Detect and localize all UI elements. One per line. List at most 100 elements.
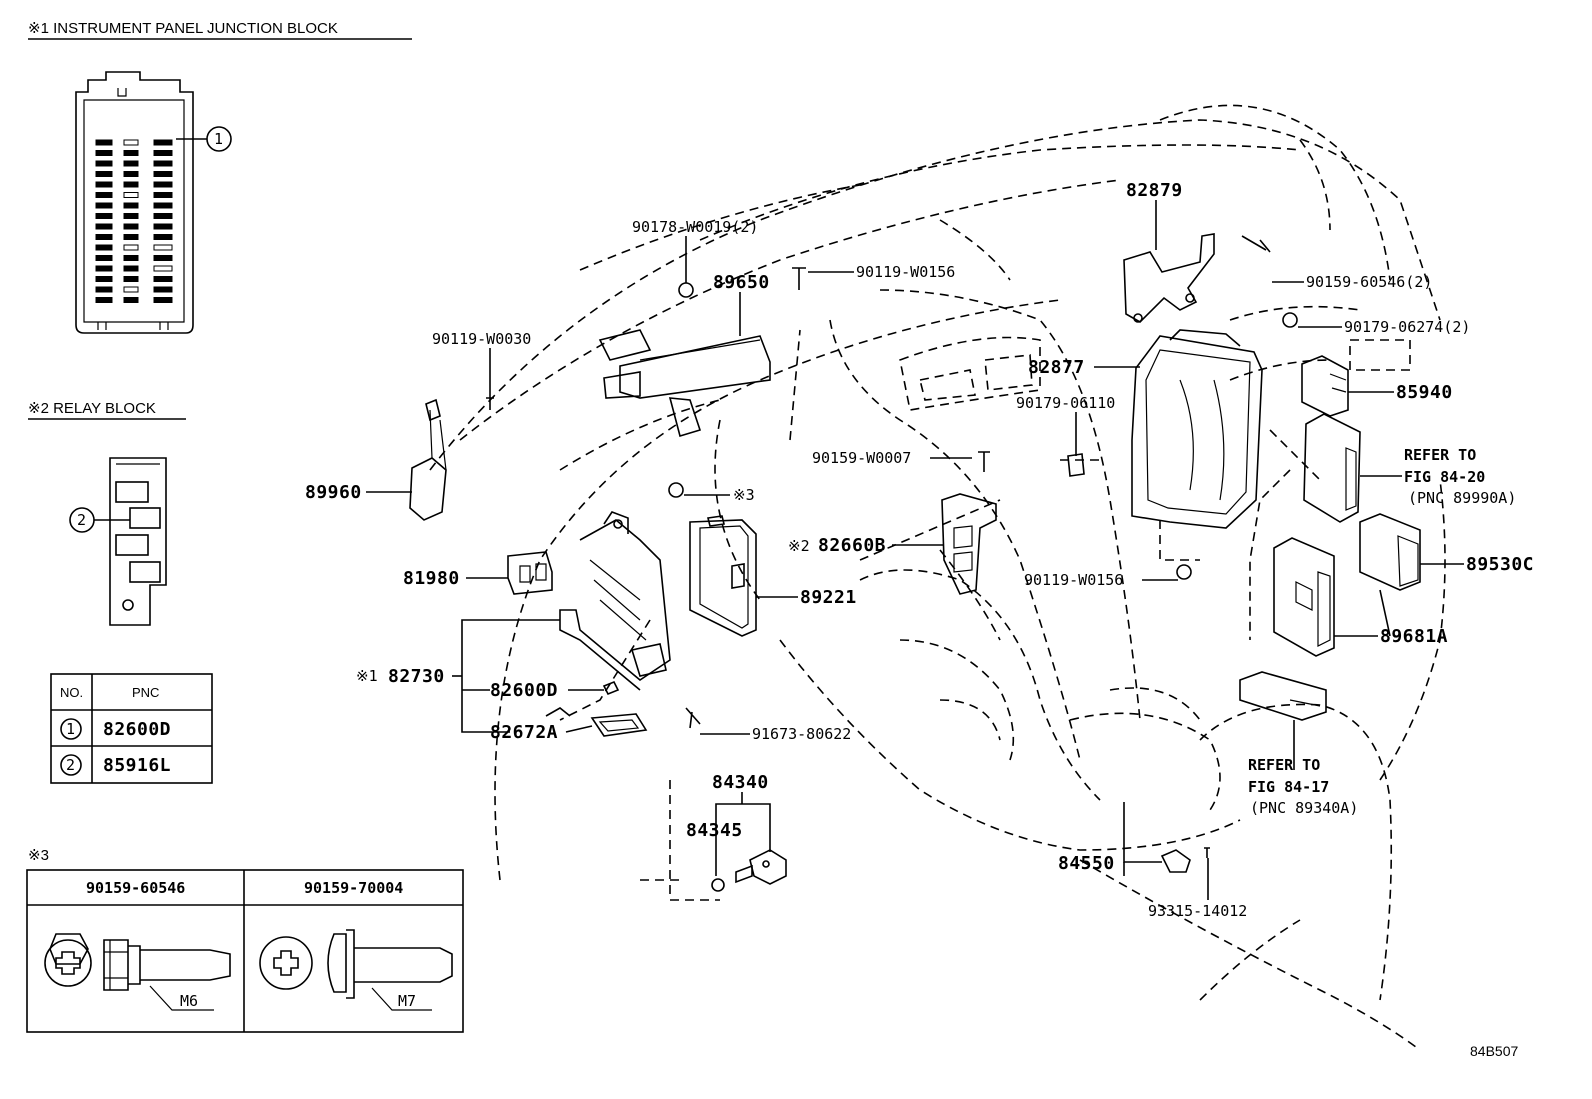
fuse-slot <box>153 234 173 240</box>
bolt-m7-icon <box>259 929 453 1011</box>
fuse-slot <box>153 244 173 251</box>
label-refer-to-1: REFER TO <box>1404 446 1476 464</box>
callout-2-label: 2 <box>77 511 86 529</box>
label-90179-06110: 90179-06110 <box>1016 394 1115 412</box>
component-84550 <box>1160 849 1191 873</box>
fastener-table: 90159-60546 90159-70004 M6 M7 <box>26 869 464 1033</box>
label-89221: 89221 <box>800 587 857 608</box>
fuse-slot <box>153 286 173 293</box>
fuse-slot <box>153 171 173 177</box>
fuse-slot <box>123 160 139 167</box>
fuse-slot <box>153 181 173 188</box>
fuse-slot <box>153 150 173 156</box>
label-mark-2: ※2 <box>788 537 810 555</box>
fuse-slot <box>95 181 113 188</box>
component-89221 <box>689 515 757 637</box>
fuse-slot <box>123 150 139 156</box>
fuse-slot <box>153 160 173 167</box>
fuse-slot <box>95 160 113 167</box>
label-89530c: 89530C <box>1466 554 1534 575</box>
fuse-slot <box>123 223 139 230</box>
component-82877 <box>1131 329 1263 529</box>
label-89681a: 89681A <box>1380 626 1448 647</box>
fuse-slot <box>95 286 113 293</box>
label-82660b: 82660B <box>818 535 886 556</box>
label-84550: 84550 <box>1058 853 1115 874</box>
fuse-slot <box>153 297 173 303</box>
component-89681a <box>1273 537 1335 657</box>
fuse-slot <box>153 139 173 146</box>
junction-block-drawing <box>75 71 194 334</box>
fuse-slot <box>123 171 139 177</box>
fuse-slot <box>123 255 139 261</box>
fuse-slot <box>123 202 139 209</box>
fuse-slot <box>95 276 113 282</box>
label-84340: 84340 <box>712 772 769 793</box>
fastener-2-size: M7 <box>398 992 416 1010</box>
relay-block-title: ※2 RELAY BLOCK <box>28 400 156 417</box>
label-90119-w0030: 90119-W0030 <box>432 330 531 348</box>
label-90159-60546: 90159-60546(2) <box>1306 273 1432 291</box>
fastener-table-title: ※3 <box>28 847 49 864</box>
fuse-slot <box>95 171 113 177</box>
pnc-table-header-no: NO. <box>60 685 83 700</box>
label-81980: 81980 <box>403 568 460 589</box>
label-82877: 82877 <box>1028 357 1085 378</box>
pnc-table: NO. PNC 1 82600D 2 85916L <box>50 673 213 784</box>
label-90178-w0019: 90178-W0019(2) <box>632 218 758 236</box>
label-82730: 82730 <box>388 666 445 687</box>
fuse-slot <box>123 244 139 251</box>
label-82672a: 82672A <box>490 722 558 743</box>
component-89340a <box>1239 671 1327 721</box>
label-fig-84-17: FIG 84-17 <box>1248 778 1329 796</box>
callout-1-label: 1 <box>214 130 223 148</box>
component-82660b <box>941 493 997 595</box>
label-mark-1: ※1 <box>356 667 378 685</box>
label-84345: 84345 <box>686 820 743 841</box>
relay-block-drawing <box>109 457 167 626</box>
pnc-row-2-no: 2 <box>66 756 75 774</box>
label-82600d: 82600D <box>490 680 558 701</box>
fuse-slot <box>95 150 113 156</box>
fuse-slot <box>153 276 173 282</box>
component-90179-06110 <box>1067 453 1085 477</box>
label-89650: 89650 <box>713 272 770 293</box>
component-81980 <box>507 551 553 595</box>
instrument-panel-outline <box>429 104 1446 1051</box>
component-82879 <box>1123 233 1215 323</box>
fastener-1-size: M6 <box>180 992 198 1010</box>
bolt-m6-icon <box>44 933 231 1011</box>
label-pnc-89340a: (PNC 89340A) <box>1250 799 1358 817</box>
label-refer-to-2: REFER TO <box>1248 756 1320 774</box>
component-82672a <box>545 707 648 737</box>
fuse-slot <box>153 202 173 209</box>
pnc-table-header-pnc: PNC <box>132 685 159 700</box>
component-89530c <box>1359 513 1421 591</box>
label-82879: 82879 <box>1126 180 1183 201</box>
fuse-slot <box>123 213 139 219</box>
fuse-slot <box>123 286 139 293</box>
label-91673-80622: 91673-80622 <box>752 725 851 743</box>
component-89960 <box>409 398 447 521</box>
fuse-slot <box>123 139 139 146</box>
pnc-row-1-value: 82600D <box>103 719 171 740</box>
fuse-slot <box>95 265 113 272</box>
pnc-row-2-value: 85916L <box>103 755 171 776</box>
fastener-2-part: 90159-70004 <box>304 879 403 897</box>
junction-block-title: ※1 INSTRUMENT PANEL JUNCTION BLOCK <box>28 20 338 37</box>
label-90179-06274: 90179-06274(2) <box>1344 318 1470 336</box>
label-90119-w0156-top: 90119-W0156 <box>856 263 955 281</box>
fuse-slot <box>95 223 113 230</box>
pnc-row-1-no: 1 <box>66 720 75 738</box>
component-85940 <box>1301 355 1349 417</box>
fuse-slot <box>95 139 113 146</box>
label-93315-14012: 93315-14012 <box>1148 902 1247 920</box>
fuse-slot <box>123 265 139 272</box>
component-82600d <box>602 680 620 696</box>
label-90119-w0156-mid: 90119-W0156 <box>1024 571 1123 589</box>
fastener-1-part: 90159-60546 <box>86 879 185 897</box>
component-84340 <box>711 849 787 892</box>
fuse-slot <box>153 223 173 230</box>
